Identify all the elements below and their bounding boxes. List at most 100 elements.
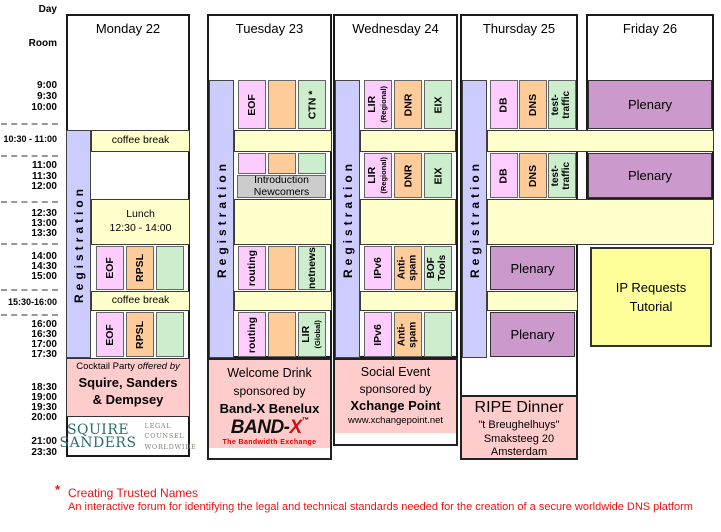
session-wednesday-lir-regional-mid: LIR (Regional) xyxy=(364,153,392,198)
time-label-1500: 15:00 xyxy=(31,271,57,282)
session-wednesday-ipv6-pm1: IPv6 xyxy=(364,246,392,290)
registration-bar-thursday: Registration xyxy=(462,80,487,358)
social-event-sponsored-by: sponsored by xyxy=(359,382,432,396)
registration-label: Registration xyxy=(467,159,482,279)
cocktail-sponsor-line1: Squire, Sanders xyxy=(78,375,178,390)
social-event-title: Social Event xyxy=(360,365,431,379)
band-x-tagline: The Bandwidth Exchange xyxy=(222,439,317,446)
session-thursday-test-traffic-mid: test- traffic xyxy=(548,153,576,198)
session-wednesday-eix-mid: EIX xyxy=(424,153,452,198)
session-thursday-dns-am: DNS xyxy=(519,80,547,129)
gutter-divider xyxy=(1,123,58,125)
ripe-dinner-title: RIPE Dinner xyxy=(474,399,564,416)
cocktail-intro-line: Cocktail Party offered by xyxy=(76,361,180,372)
session-tuesday-unlabeled-mid2 xyxy=(268,153,296,174)
session-monday-unlabeled-pm2 xyxy=(156,312,184,357)
welcome-drink-title: Welcome Drink xyxy=(227,366,312,380)
cocktail-party-event: Cocktail Party offered by Squire, Sander… xyxy=(66,358,190,417)
session-tuesday-unlabeled-mid1 xyxy=(238,153,266,174)
ripe-dinner-city: Amsterdam xyxy=(490,446,548,458)
welcome-drink-fill xyxy=(209,360,330,448)
time-label-1830: 18:30 xyxy=(31,382,57,393)
welcome-drink-sponsor: Band-X Benelux xyxy=(219,401,320,416)
day-header-tuesday: Tuesday 23 xyxy=(235,21,304,36)
coffee-break-band-wednesday-pm xyxy=(360,291,456,311)
session-tuesday-lir-global-pm2: LIR (Global) xyxy=(298,312,326,357)
coffee-break-band-monday-am: coffee break xyxy=(91,130,190,152)
session-tuesday-eof-am: EOF xyxy=(238,80,266,129)
plenary-block-friday-mid: Plenary xyxy=(588,153,712,198)
session-wednesday-bof-tools-pm1: BOF Tools xyxy=(424,246,452,290)
time-label-2100: 21:00 xyxy=(31,436,57,447)
time-label-2330: 23:30 xyxy=(31,447,57,458)
footnote-title: Creating Trusted Names xyxy=(68,486,199,500)
coffee-break-band-wednesday-am xyxy=(360,130,456,152)
registration-bar-tuesday: Registration xyxy=(209,80,234,358)
registration-label: Registration xyxy=(340,159,355,279)
time-label-1430: 14:30 xyxy=(31,261,57,272)
coffee-break-band-thursday-pm xyxy=(487,291,578,311)
band-x-logo: BAND-X™ xyxy=(230,417,309,438)
session-wednesday-antispam-pm2: Anti- spam xyxy=(394,312,422,357)
footnote-body: An interactive forum for identifying the… xyxy=(68,501,693,513)
session-wednesday-dnr-am: DNR xyxy=(394,80,422,129)
day-header-friday: Friday 26 xyxy=(622,21,678,36)
session-thursday-dns-mid: DNS xyxy=(519,153,547,198)
registration-bar-monday: Registration xyxy=(66,130,91,358)
session-monday-eof-pm1: EOF xyxy=(96,246,124,290)
lunch-time-label: 12:30 - 14:00 xyxy=(109,222,172,234)
squire-sanders-logo: SQUIRE SANDERS LEGAL COUNSEL WORLDWIDE xyxy=(59,422,197,451)
gutter-divider xyxy=(1,201,58,203)
time-label-1130: 11:30 xyxy=(31,171,57,182)
session-tuesday-routing-pm2: routing xyxy=(238,312,266,357)
time-label-1300: 13:00 xyxy=(31,218,57,229)
time-label-0900: 9:00 xyxy=(36,80,57,91)
session-monday-eof-pm2: EOF xyxy=(96,312,124,357)
day-header-thursday: Thursday 25 xyxy=(482,21,556,36)
time-label-1030-1100: 10:30 - 11:00 xyxy=(3,134,57,144)
session-thursday-test-traffic-am: test- traffic xyxy=(548,80,576,129)
gutter-divider xyxy=(1,289,58,291)
gutter-room-label: Room xyxy=(28,38,57,49)
time-label-1700: 17:00 xyxy=(31,339,57,350)
time-label-1630: 16:30 xyxy=(31,329,57,340)
session-tuesday-unlabeled-pm2 xyxy=(268,312,296,357)
time-label-1100: 11:00 xyxy=(31,160,57,171)
lunch-band-tuesday xyxy=(234,199,332,245)
lunch-band-thursday-friday xyxy=(487,199,714,245)
session-monday-rpsl-pm2: RPSL xyxy=(126,312,154,357)
coffee-break-label: coffee break xyxy=(111,294,170,307)
time-label-1330: 13:30 xyxy=(31,228,57,239)
session-monday-rpsl-pm1: RPSL xyxy=(126,246,154,290)
day-header-monday: Monday 22 xyxy=(95,21,161,36)
time-label-1000: 10:00 xyxy=(31,102,57,113)
ip-requests-tutorial-block: IP Requests Tutorial xyxy=(590,247,712,347)
welcome-drink-sponsored-by: sponsored by xyxy=(233,384,306,398)
ripe-dinner-venue: "t Breughelhuys" xyxy=(478,419,560,431)
gutter-divider xyxy=(1,155,58,157)
session-wednesday-eix-am: EIX xyxy=(424,80,452,129)
registration-label: Registration xyxy=(214,159,229,279)
social-event: Social Event sponsored by Xchange Point … xyxy=(333,358,458,446)
session-wednesday-ipv6-pm2: IPv6 xyxy=(364,312,392,357)
coffee-break-band-tuesday-pm xyxy=(234,291,332,311)
time-label-1930: 19:30 xyxy=(31,402,57,413)
welcome-drink-event: Welcome Drink sponsored by Band-X Benelu… xyxy=(207,358,332,460)
coffee-break-band-thursday-friday-am xyxy=(487,130,714,152)
registration-bar-wednesday: Registration xyxy=(335,80,360,358)
gutter-day-label: Day xyxy=(38,4,57,15)
social-event-sponsor: Xchange Point xyxy=(350,398,441,413)
lunch-band-monday: Lunch 12:30 - 14:00 xyxy=(91,199,190,245)
session-thursday-db-mid: DB xyxy=(490,153,518,198)
session-tuesday-netnews-pm1: netnews xyxy=(298,246,326,290)
time-label-1730: 17:30 xyxy=(31,349,57,360)
gutter-divider xyxy=(1,243,58,245)
lunch-band-wednesday xyxy=(360,199,456,245)
time-label-0930: 9:30 xyxy=(36,91,57,102)
session-wednesday-dnr-mid: DNR xyxy=(394,153,422,198)
session-tuesday-unlabeled-am xyxy=(268,80,296,129)
session-tuesday-unlabeled-mid3 xyxy=(298,153,326,174)
coffee-break-label: coffee break xyxy=(111,134,170,147)
session-monday-unlabeled-pm1 xyxy=(156,246,184,290)
